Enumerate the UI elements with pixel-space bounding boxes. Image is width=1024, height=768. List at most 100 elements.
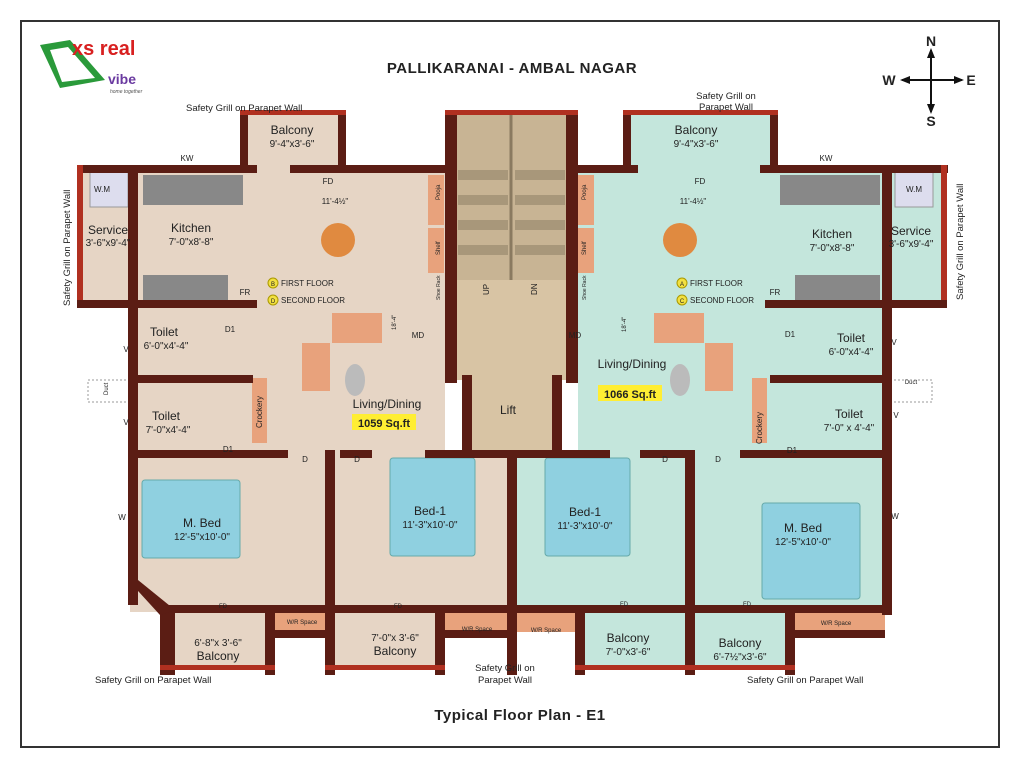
- left-door-d1-a: D1: [225, 325, 236, 334]
- compass-east: E: [966, 72, 975, 88]
- note-grill-top-right-1: Safety Grill on: [696, 91, 756, 102]
- left-marker-label-2: SECOND FLOOR: [281, 296, 345, 305]
- compass-icon: [900, 48, 964, 114]
- left-unit-area: 1059 Sq.ft: [358, 418, 410, 430]
- walls: [77, 110, 948, 675]
- right-pooja: Pooja: [582, 184, 588, 200]
- left-bed1-balcony-name: Balcony: [374, 644, 417, 658]
- right-kitchen-window: KW: [820, 154, 833, 163]
- left-crockery: Crockery: [255, 396, 264, 428]
- left-dim-depth: 18'-4": [392, 315, 398, 330]
- left-balcony-top-name: Balcony: [271, 123, 314, 137]
- right-balcony-top-name: Balcony: [675, 123, 718, 137]
- right-washing-machine: W.M: [906, 185, 922, 194]
- right-door-d1-b: D1: [787, 446, 798, 455]
- left-marker-label-1: FIRST FLOOR: [281, 279, 334, 288]
- left-mbed-balcony-door: FD: [219, 604, 228, 610]
- left-bed1-name: Bed-1: [414, 504, 446, 518]
- left-toilet-2-name: Toilet: [152, 409, 181, 423]
- page-title: PALLIKARANAI - AMBAL NAGAR: [387, 60, 637, 77]
- left-door-mbed: D: [302, 455, 308, 464]
- right-shoe-rack: Shoe Rack: [582, 275, 588, 300]
- left-unit-labels: Balcony 9'-4"x3'-6" KW FD 11'-4½" W.M Ki…: [86, 123, 493, 663]
- left-vent-1: V: [123, 345, 129, 354]
- right-mbed-balcony-size: 6'-7½"x3'-6": [713, 652, 767, 663]
- right-vent-1: V: [891, 338, 897, 347]
- logo-text: xs real: [72, 38, 135, 60]
- right-bed1-balcony-name: Balcony: [607, 631, 650, 645]
- right-main-door: MD: [569, 331, 582, 340]
- left-kitchen-size: 7'-0"x8'-8": [169, 237, 214, 248]
- right-toilet-1-name: Toilet: [837, 331, 866, 345]
- grill-notes: Safety Grill on Parapet Wall Safety Gril…: [62, 91, 966, 686]
- right-shelf: Shelf: [582, 241, 588, 255]
- left-marker-badge-2: D: [271, 299, 276, 305]
- logo-subtext: vibe: [108, 71, 136, 87]
- left-bed1-size: 11'-3"x10'-0": [402, 520, 458, 531]
- compass-north: N: [926, 33, 936, 49]
- right-crockery: Crockery: [755, 412, 764, 444]
- compass-south: S: [926, 113, 935, 129]
- right-kitchen-name: Kitchen: [812, 227, 852, 241]
- right-mbed-balcony-door: FD: [743, 602, 752, 608]
- right-service-name: Service: [891, 224, 931, 238]
- note-grill-bottom-left: Safety Grill on Parapet Wall: [95, 675, 211, 686]
- left-shelf: Shelf: [436, 241, 442, 255]
- left-duct: Duct: [104, 382, 110, 395]
- right-marker-badge-1: A: [680, 282, 684, 288]
- left-bed1-balcony-door: FD: [394, 604, 403, 610]
- right-mbed-name: M. Bed: [784, 521, 822, 535]
- left-wr-space-1: W/R Space: [287, 620, 318, 626]
- left-marker-badge-1: B: [271, 282, 275, 288]
- left-toilet-1-name: Toilet: [150, 325, 179, 339]
- right-marker-label-1: FIRST FLOOR: [690, 279, 743, 288]
- right-door-mbed: D: [715, 455, 721, 464]
- note-grill-left-side: Safety Grill on Parapet Wall: [62, 190, 73, 306]
- common-core: [445, 113, 578, 452]
- left-mbed-balcony-size: 6'-8"x 3'-6": [194, 638, 242, 649]
- right-balcony-top-size: 9'-4"x3'-6": [674, 139, 719, 150]
- logo-tagline: home together: [110, 89, 143, 95]
- left-toilet-2-size: 7'-0"x4'-4": [146, 425, 191, 436]
- right-bed1-name: Bed-1: [569, 505, 601, 519]
- left-balcony-door: FD: [323, 177, 334, 186]
- right-toilet-2-size: 7'-0" x 4'-4": [824, 423, 875, 434]
- right-living-name: Living/Dining: [598, 357, 667, 371]
- left-window: W: [118, 513, 126, 522]
- note-grill-bottom-mid-2: Parapet Wall: [478, 675, 532, 686]
- left-washing-machine: W.M: [94, 185, 110, 194]
- left-main-door: MD: [412, 331, 425, 340]
- left-bed1-balcony-size: 7'-0"x 3'-6": [371, 633, 419, 644]
- left-mbed-balcony-name: Balcony: [197, 649, 240, 663]
- right-service-size: 3'-6"x9'-4": [889, 239, 934, 250]
- left-mbed-name: M. Bed: [183, 516, 221, 530]
- compass-west: W: [882, 72, 896, 88]
- right-unit-labels: Balcony 9'-4"x3'-6" KW FD 11'-4½" W.M Ki…: [531, 123, 934, 663]
- right-kitchen-size: 7'-0"x8'-8": [810, 243, 855, 254]
- note-grill-bottom-mid-1: Safety Grill on: [475, 663, 535, 674]
- footer-title: Typical Floor Plan - E1: [434, 707, 605, 724]
- note-grill-top-right-2: Parapet Wall: [699, 102, 753, 113]
- left-dim-width: 11'-4½": [322, 197, 349, 206]
- left-shoe-rack: Shoe Rack: [436, 275, 442, 300]
- left-vent-2: V: [123, 418, 129, 427]
- right-mbed-balcony-name: Balcony: [719, 636, 762, 650]
- left-fridge: FR: [240, 288, 251, 297]
- right-wr-space-1: W/R Space: [531, 628, 562, 634]
- stairs-down: DN: [530, 283, 539, 295]
- right-fridge: FR: [770, 288, 781, 297]
- left-balcony-top-size: 9'-4"x3'-6": [270, 139, 315, 150]
- furniture: [87, 171, 934, 632]
- right-balcony-door: FD: [695, 177, 706, 186]
- right-marker-label-2: SECOND FLOOR: [690, 296, 754, 305]
- right-window: W: [891, 512, 899, 521]
- right-door-d1-a: D1: [785, 330, 796, 339]
- right-unit-area: 1066 Sq.ft: [604, 389, 656, 401]
- right-toilet-2-name: Toilet: [835, 407, 864, 421]
- stairs-up: UP: [482, 284, 491, 295]
- right-wr-space-2: W/R Space: [821, 621, 852, 627]
- right-duct: Duct: [905, 380, 918, 386]
- left-living-name: Living/Dining: [353, 397, 422, 411]
- left-service-name: Service: [88, 223, 128, 237]
